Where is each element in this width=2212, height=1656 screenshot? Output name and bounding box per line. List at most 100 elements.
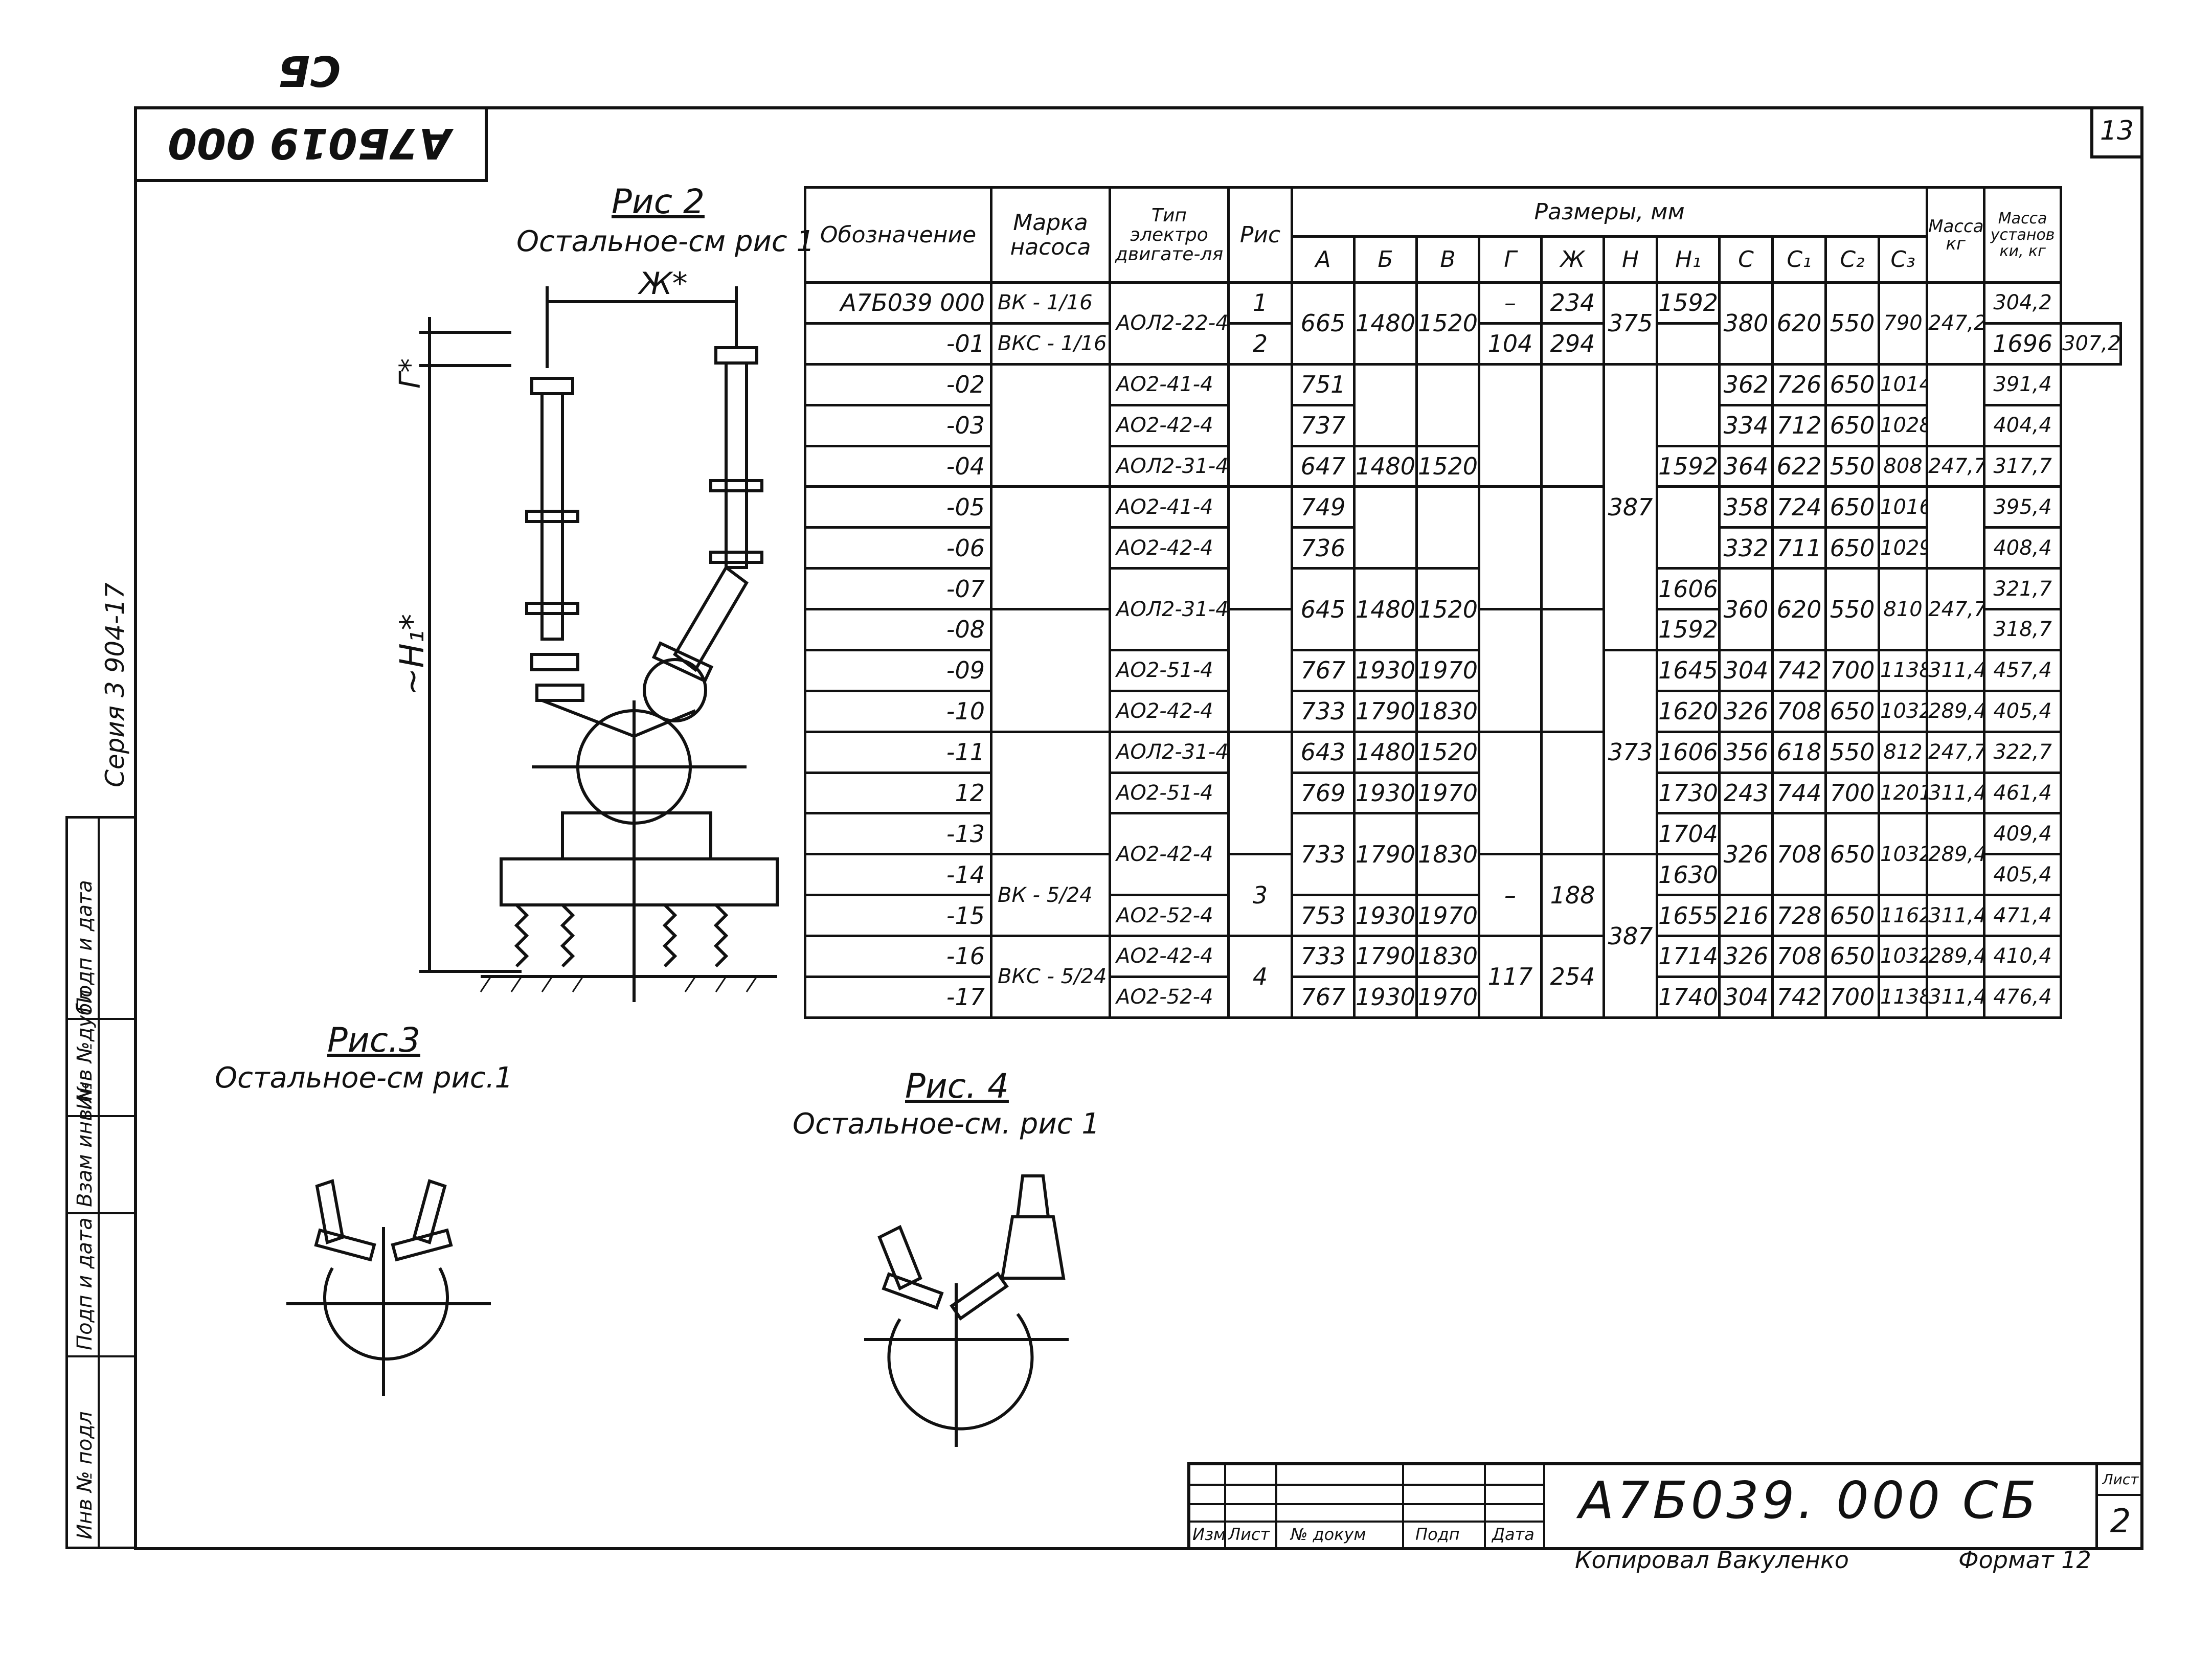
table-cell: 409,4 [1983, 812, 2063, 856]
title-block: Изм Лист № докум Подп Дата А7Б039. 000 С… [1187, 1462, 2143, 1547]
table-cell: 247,2 [1926, 281, 1986, 366]
table-cell [1227, 362, 1293, 488]
table-cell: ВК - 1/16 [990, 281, 1111, 325]
drawing-frame [134, 106, 2143, 1550]
fig3-note: Остальное-см рис.1 [215, 1061, 513, 1095]
table-cell: 405,4 [1983, 853, 2063, 897]
header-col-zh: Ж [1540, 235, 1605, 284]
grid-line [1224, 1465, 1226, 1547]
table-cell: 665 [1291, 281, 1356, 366]
table-cell: 1014 [1877, 362, 1929, 406]
dim-g-label: Г* [394, 358, 427, 389]
table-cell: ВКС - 5/24 [990, 935, 1111, 1019]
table-cell: ВКС - 1/16 [990, 322, 1111, 366]
table-cell: 1930 [1353, 975, 1418, 1019]
table-cell: 711 [1771, 526, 1827, 570]
table-cell [1656, 362, 1721, 447]
table-cell: 311,4 [1926, 975, 1986, 1019]
table-cell: 373 [1602, 648, 1658, 856]
fig4-drawing [864, 1174, 1069, 1447]
header-col-c: С [1718, 235, 1774, 284]
table-cell: 1032 [1877, 935, 1929, 978]
table-cell: 1138 [1877, 648, 1929, 692]
table-cell: 311,4 [1926, 771, 1986, 815]
table-cell [1656, 322, 1721, 366]
table-cell: 647 [1291, 444, 1356, 488]
page-number: 13 [2090, 106, 2140, 158]
table-cell: 311,4 [1926, 894, 1986, 937]
table-cell: 790 [1877, 281, 1929, 366]
table-cell: 1201 [1877, 771, 1929, 815]
table-cell: -16 [804, 935, 992, 978]
side-stamp-divider [68, 1018, 137, 1020]
table-cell: 650 [1824, 894, 1880, 937]
table-cell: 1930 [1353, 894, 1418, 937]
table-cell: 1830 [1415, 689, 1480, 733]
table-cell: 733 [1291, 689, 1356, 733]
table-cell: 1480 [1353, 730, 1418, 774]
table-cell: 247,7 [1926, 444, 1986, 488]
table-cell: -14 [804, 853, 992, 897]
table-cell: 550 [1824, 444, 1880, 488]
table-cell [1478, 730, 1543, 856]
table-cell: 304 [1718, 648, 1774, 692]
table-cell: 1592 [1656, 608, 1721, 651]
table-cell: 1162 [1877, 894, 1929, 937]
header-col-c3: С₃ [1877, 235, 1929, 284]
header-col-v: В [1415, 235, 1480, 284]
fig4-title: Рис. 4 [905, 1067, 1009, 1106]
header-fig: Рис [1227, 186, 1293, 284]
table-cell: АО2-52-4 [1109, 975, 1230, 1019]
table-cell: 700 [1824, 771, 1880, 815]
header-col-h: Н [1602, 235, 1658, 284]
table-cell: 767 [1291, 975, 1356, 1019]
table-cell: АО2-41-4 [1109, 362, 1230, 406]
table-cell: ВК - 5/24 [990, 853, 1111, 937]
table-cell: -17 [804, 975, 992, 1019]
table-cell: 1480 [1353, 567, 1418, 651]
table-cell: А7Б039 000 [804, 281, 992, 325]
table-cell [1478, 608, 1543, 733]
table-cell: 1970 [1415, 894, 1480, 937]
table-cell: 736 [1291, 526, 1356, 570]
table-cell: АО2-51-4 [1109, 648, 1230, 692]
sheet-label: Лист [2098, 1465, 2143, 1496]
table-cell: 712 [1771, 403, 1827, 447]
table-cell: 358 [1718, 485, 1774, 529]
header-sizes: Размеры, мм [1290, 186, 1929, 238]
table-cell: 1 [1227, 281, 1293, 325]
table-cell: 620 [1771, 567, 1827, 651]
table-cell: 643 [1291, 730, 1356, 774]
table-cell: 2 [1227, 322, 1293, 366]
table-cell: 1480 [1353, 444, 1418, 488]
table-cell [1227, 485, 1293, 610]
table-cell: 326 [1718, 935, 1774, 978]
fig4-note: Остальное-см. рис 1 [793, 1107, 1100, 1141]
top-stamp: А7Б019 000 СБ [134, 46, 488, 182]
table-cell: 104 [1478, 322, 1543, 366]
table-cell: 326 [1718, 812, 1774, 897]
table-cell [1540, 485, 1605, 610]
copied-by: Копировал Вакуленко [1575, 1546, 1849, 1574]
table-cell: 1970 [1415, 771, 1480, 815]
table-cell: 645 [1291, 567, 1356, 651]
table-cell: 812 [1877, 730, 1929, 774]
table-cell: 708 [1771, 812, 1827, 897]
table-cell: – [1478, 853, 1543, 937]
table-cell: 317,7 [1983, 444, 2063, 488]
table-cell: 1730 [1656, 771, 1721, 815]
fig2-note: Остальное-см рис 1 [516, 225, 815, 258]
table-cell: -04 [804, 444, 992, 488]
header-motor: Тип электро двигате-ля [1109, 186, 1230, 284]
fig2-drawing [419, 286, 779, 1002]
table-cell: 1696 [1983, 322, 2063, 366]
table-cell: 247,7 [1926, 730, 1986, 774]
table-cell: 1970 [1415, 975, 1480, 1019]
table-cell: 550 [1824, 567, 1880, 651]
